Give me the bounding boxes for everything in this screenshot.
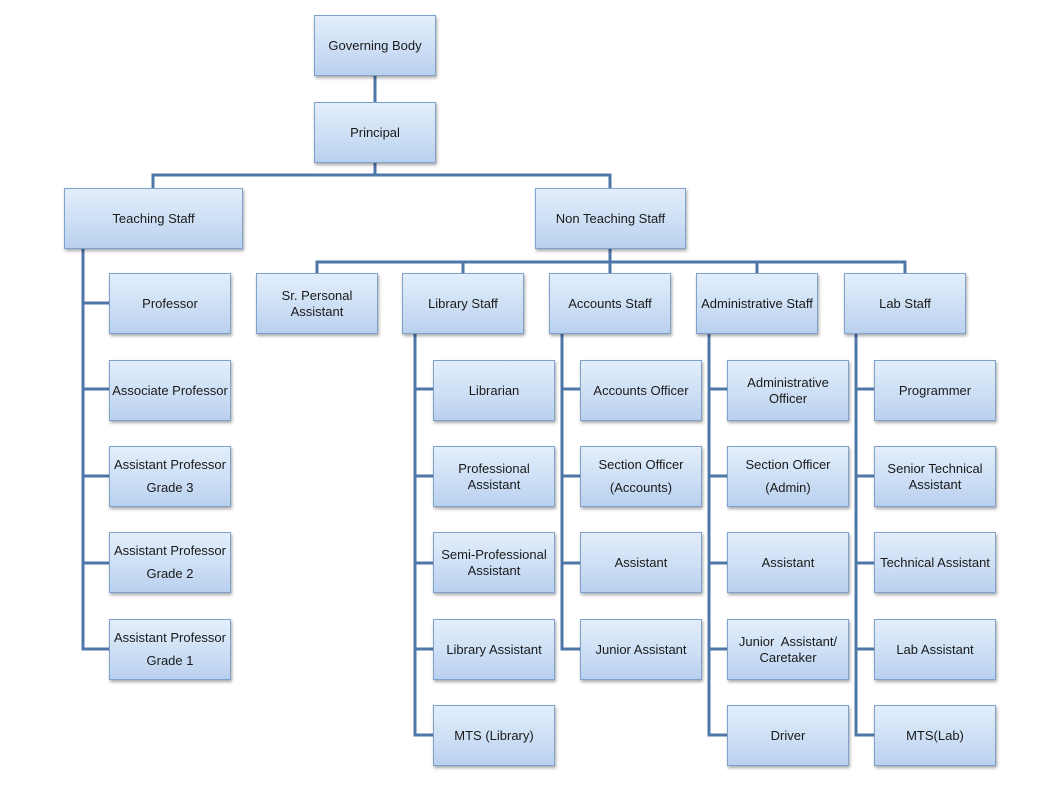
node-senior-technical-assistant: Senior Technical Assistant (874, 446, 996, 507)
node-label-line1: Section Officer (745, 457, 831, 472)
node-section-officer-accounts: Section Officer (Accounts) (580, 446, 702, 507)
node-label: Library Staff (428, 295, 498, 311)
node-label-line1: Section Officer (598, 457, 684, 472)
node-administrative-staff: Administrative Staff (696, 273, 818, 334)
node-librarian: Librarian (433, 360, 555, 421)
node-label: Administrative Staff (701, 295, 813, 311)
node-professor: Professor (109, 273, 231, 334)
node-label-line2: (Accounts) (609, 480, 673, 495)
node-label-line2: Assistant (908, 476, 962, 492)
node-label: Accounts Staff (568, 295, 652, 311)
node-lab-staff: Lab Staff (844, 273, 966, 334)
node-driver: Driver (727, 705, 849, 766)
node-label-line2: Assistant (467, 562, 521, 578)
node-teaching-staff: Teaching Staff (64, 188, 243, 249)
node-label: Librarian (468, 382, 520, 398)
node-label: Library Assistant (446, 641, 542, 657)
node-administrative-officer: Administrative Officer (727, 360, 849, 421)
node-principal: Principal (314, 102, 436, 163)
node-accounts-officer: Accounts Officer (580, 360, 702, 421)
node-label-line1: Sr. Personal (281, 287, 353, 303)
node-label: Lab Staff (879, 295, 931, 311)
node-label-line2: Officer (768, 390, 808, 406)
node-mts-lab: MTS(Lab) (874, 705, 996, 766)
node-sr-personal-assistant: Sr. Personal Assistant (256, 273, 378, 334)
node-label-line1: Senior Technical (887, 460, 983, 476)
node-library-staff: Library Staff (402, 273, 524, 334)
node-assistant-professor-grade-1: Assistant Professor Grade 1 (109, 619, 231, 680)
node-label-line1: Assistant Professor (114, 543, 226, 558)
node-label: Accounts Officer (593, 382, 689, 398)
node-label-line2: Caretaker (759, 649, 817, 665)
node-section-officer-admin: Section Officer (Admin) (727, 446, 849, 507)
node-label: Governing Body (328, 37, 422, 53)
node-label: Non Teaching Staff (555, 210, 666, 226)
node-label-line1: Professional (458, 460, 530, 476)
node-label: Assistant (761, 554, 815, 570)
node-label-line1: Semi-Professional (441, 546, 547, 562)
node-label: Junior Assistant (595, 641, 687, 657)
node-label: Associate Professor (112, 382, 228, 398)
node-label: Technical Assistant (880, 554, 990, 570)
node-label-line1: Junior Assistant/ (738, 633, 838, 649)
node-junior-assistant-accounts: Junior Assistant (580, 619, 702, 680)
node-lab-assistant: Lab Assistant (874, 619, 996, 680)
node-assistant-accounts: Assistant (580, 532, 702, 593)
node-label: Programmer (898, 382, 972, 398)
node-label-line2: Grade 3 (146, 480, 194, 495)
node-label-line1: Assistant Professor (114, 457, 226, 472)
node-non-teaching-staff: Non Teaching Staff (535, 188, 686, 249)
node-associate-professor: Associate Professor (109, 360, 231, 421)
node-label-line2: Assistant (290, 303, 344, 319)
node-label: Driver (770, 727, 806, 743)
node-label: Principal (350, 124, 400, 140)
node-label-line2: Assistant (467, 476, 521, 492)
node-junior-assistant-caretaker: Junior Assistant/ Caretaker (727, 619, 849, 680)
node-professional-assistant: Professional Assistant (433, 446, 555, 507)
node-governing-body: Governing Body (314, 15, 436, 76)
node-library-assistant: Library Assistant (433, 619, 555, 680)
node-label: MTS(Lab) (906, 727, 964, 743)
node-programmer: Programmer (874, 360, 996, 421)
node-assistant-admin: Assistant (727, 532, 849, 593)
node-label-line2: Grade 2 (146, 566, 194, 581)
node-semi-professional-assistant: Semi-Professional Assistant (433, 532, 555, 593)
node-mts-library: MTS (Library) (433, 705, 555, 766)
node-label-line1: Administrative (747, 374, 829, 390)
node-label: Teaching Staff (112, 210, 195, 226)
node-assistant-professor-grade-3: Assistant Professor Grade 3 (109, 446, 231, 507)
node-accounts-staff: Accounts Staff (549, 273, 671, 334)
node-label: Assistant (614, 554, 668, 570)
node-label: MTS (Library) (454, 727, 534, 743)
node-label-line2: Grade 1 (146, 653, 194, 668)
node-assistant-professor-grade-2: Assistant Professor Grade 2 (109, 532, 231, 593)
node-technical-assistant: Technical Assistant (874, 532, 996, 593)
node-label-line2: (Admin) (765, 480, 811, 495)
node-label: Lab Assistant (896, 641, 974, 657)
node-label: Professor (142, 295, 198, 311)
node-label-line1: Assistant Professor (114, 630, 226, 645)
